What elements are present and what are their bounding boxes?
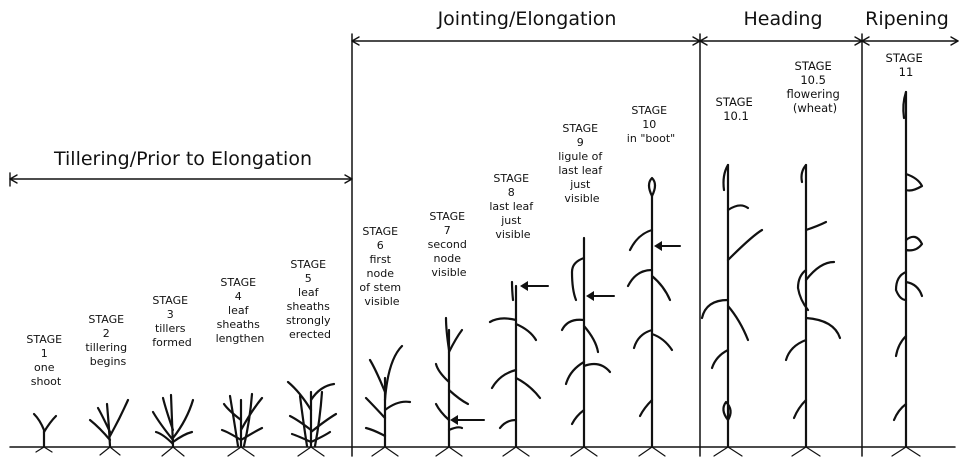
plant-stage-2: [88, 398, 130, 456]
stage-label-7: STAGE 7 second node visible: [428, 210, 471, 279]
stage-label-10: STAGE 10 in "boot": [627, 104, 675, 145]
plant-stage-10-1: [700, 163, 764, 457]
phase-ripening: Ripening: [861, 8, 959, 46]
arrow-stage-9: [586, 291, 615, 301]
stage-label-1: STAGE 1 one shoot: [26, 333, 65, 388]
plant-stage-10-5: [784, 163, 842, 457]
phase-bracket-heading: [699, 36, 863, 46]
phase-label-tillering: Tillering/Prior to Elongation: [53, 148, 312, 170]
stage-label-5: STAGE 5 leaf sheaths strongly erected: [286, 258, 334, 341]
plant-stage-4: [220, 392, 264, 457]
arrow-stage-8: [520, 281, 549, 291]
plant-stage-9: [560, 236, 612, 457]
stage-label-9: STAGE 9 ligule of last leaf just visible: [558, 122, 606, 205]
phase-jointing: Jointing/Elongation: [351, 8, 701, 46]
stage-label-10-5: STAGE 10.5 flowering (wheat): [787, 59, 844, 115]
diagram-frame: [9, 33, 956, 457]
stage-label-6: STAGE 6 first node of stem visible: [359, 225, 404, 308]
plant-stage-8: [488, 280, 542, 457]
plant-stage-1: [32, 412, 58, 453]
stage-label-10-1: STAGE 10.1: [716, 95, 757, 123]
plant-stage-6: [364, 344, 412, 457]
phase-bracket-jointing: [351, 36, 701, 46]
phase-label-heading: Heading: [743, 8, 822, 30]
stage-label-8: STAGE 8 last leaf just visible: [489, 172, 536, 241]
phase-label-jointing: Jointing/Elongation: [437, 8, 617, 30]
plant-stage-7: [434, 316, 470, 457]
plant-stage-11: [891, 90, 924, 457]
phase-tillering: Tillering/Prior to Elongation: [9, 148, 353, 187]
phase-label-ripening: Ripening: [865, 8, 949, 30]
phase-bracket-ripening: [861, 36, 959, 46]
plant-stage-10: [626, 176, 674, 457]
plant-stage-3: [151, 393, 195, 457]
arrow-stage-7: [450, 415, 485, 425]
arrow-stage-10: [654, 241, 681, 251]
stage-label-4: STAGE 4 leaf sheaths lengthen: [216, 276, 265, 345]
stage-label-11: STAGE 11: [886, 51, 927, 79]
stage-label-2: STAGE 2 tillering begins: [85, 313, 130, 368]
phase-bracket-tillering: [9, 172, 353, 187]
stage-label-3: STAGE 3 tillers formed: [152, 294, 191, 349]
plant-stage-5: [286, 380, 338, 457]
phase-heading: Heading: [699, 8, 863, 46]
